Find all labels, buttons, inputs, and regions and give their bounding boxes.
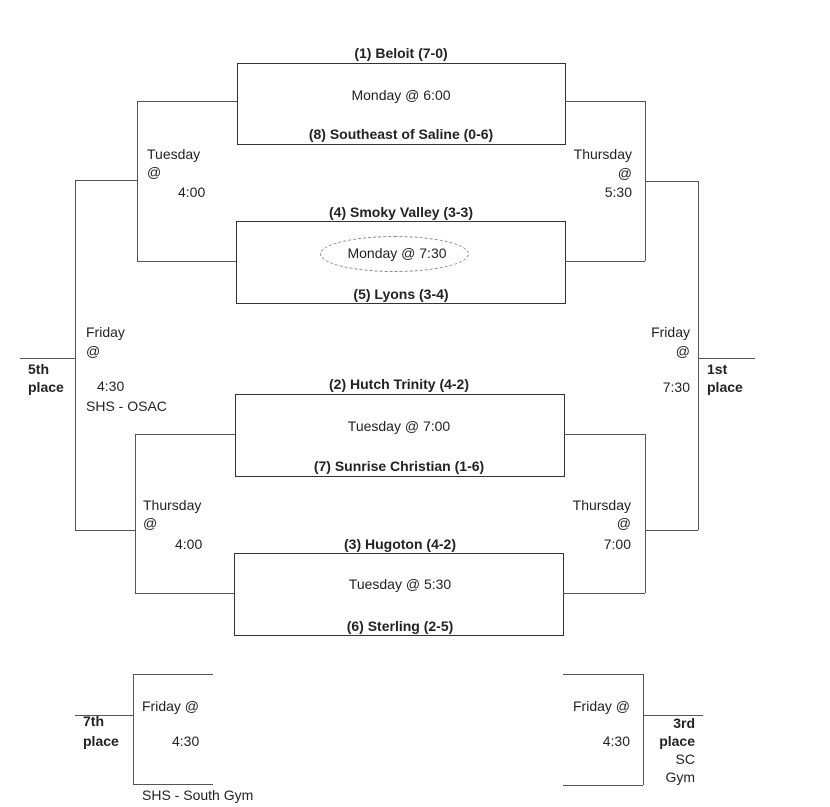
semifinal-top-day: Thursday [573, 146, 632, 162]
first-place-label: 1st [707, 361, 728, 377]
seventh-place-time: 4:30 [172, 733, 200, 749]
fifth-place-label-2: place [28, 379, 64, 395]
consolation-bottom-day: Thursday [143, 497, 202, 513]
game-3-top-team: (2) Hutch Trinity (4-2) [328, 376, 470, 392]
consolation-top-day: Tuesday [147, 146, 201, 162]
game-1-time: Monday @ 6:00 [351, 87, 451, 103]
bracket-line [137, 101, 237, 102]
consolation-bottom-at: @ [143, 515, 158, 531]
third-place-day: Friday @ [573, 698, 630, 714]
consolation-top-at: @ [147, 164, 162, 180]
game-4-bottom-team: (6) Sterling (2-5) [346, 618, 454, 634]
bracket-line [645, 181, 698, 182]
semifinal-bottom-day: Thursday [572, 497, 631, 513]
bracket-line [135, 434, 235, 435]
bracket-line [563, 674, 643, 675]
third-place-time: 4:30 [602, 733, 630, 749]
bracket-line [75, 530, 135, 531]
bracket-line [135, 434, 136, 593]
semifinal-bottom-time: 7:00 [603, 536, 631, 552]
game-3-time: Tuesday @ 7:00 [347, 418, 451, 434]
bracket-line [565, 261, 645, 262]
semifinal-top-at: @ [617, 165, 632, 181]
consolation-bottom-time: 4:00 [175, 536, 203, 552]
third-place-venue-2: Gym [665, 769, 695, 785]
bracket-line [133, 674, 213, 675]
bracket-line [563, 785, 643, 786]
game-2-top-team: (4) Smoky Valley (3-3) [329, 204, 473, 220]
bracket-line [564, 434, 645, 435]
first-place-label-2: place [707, 379, 743, 395]
game-box-2 [236, 221, 566, 304]
game-box-4 [234, 553, 564, 636]
third-place-label: 3rd [673, 715, 695, 731]
game-1-top-team: (1) Beloit (7-0) [354, 45, 448, 61]
first-place-at: @ [675, 343, 690, 359]
seventh-place-venue: SHS - South Gym [142, 787, 254, 803]
third-place-label-2: place [659, 733, 695, 749]
game-4-top-team: (3) Hugoton (4-2) [344, 536, 456, 552]
first-place-time: 7:30 [662, 379, 690, 395]
third-place-venue: SC [675, 751, 695, 767]
seventh-place-day: Friday @ [142, 698, 199, 714]
game-3-bottom-team: (7) Sunrise Christian (1-6) [313, 458, 485, 474]
bracket-line [137, 101, 138, 261]
first-place-day: Friday [651, 324, 690, 340]
seventh-place-line [75, 715, 133, 716]
seventh-place-label: 7th [83, 713, 104, 729]
game-2-time: Monday @ 7:30 [347, 245, 447, 261]
seventh-place-label-2: place [83, 733, 119, 749]
semifinal-top-time: 5:30 [604, 184, 632, 200]
game-4-time: Tuesday @ 5:30 [348, 576, 452, 592]
bracket-line [643, 674, 644, 785]
fifth-place-day: Friday [86, 324, 125, 340]
third-place-line [643, 715, 703, 716]
game-box-3 [235, 394, 565, 477]
bracket-line [137, 261, 236, 262]
bracket-line [563, 593, 645, 594]
fifth-place-line [20, 358, 75, 359]
semifinal-bottom-at: @ [616, 515, 631, 531]
fifth-place-venue: SHS - OSAC [86, 398, 167, 414]
bracket-line [75, 180, 137, 181]
bracket-line [698, 181, 699, 530]
bracket-line [645, 530, 698, 531]
game-1-bottom-team: (8) Southeast of Saline (0-6) [308, 126, 494, 142]
game-box-1 [237, 63, 566, 145]
consolation-top-time: 4:00 [178, 184, 206, 200]
bracket-line [133, 784, 213, 785]
circled-highlight [320, 236, 469, 272]
fifth-place-label: 5th [28, 361, 49, 377]
fifth-place-at: @ [86, 343, 101, 359]
bracket-line [135, 593, 234, 594]
first-place-line [698, 358, 755, 359]
bracket-line [133, 674, 134, 784]
bracket-line [75, 180, 76, 530]
fifth-place-time: 4:30 [97, 378, 125, 394]
bracket-line [565, 101, 645, 102]
bracket-line [645, 434, 646, 593]
game-2-bottom-team: (5) Lyons (3-4) [353, 286, 449, 302]
